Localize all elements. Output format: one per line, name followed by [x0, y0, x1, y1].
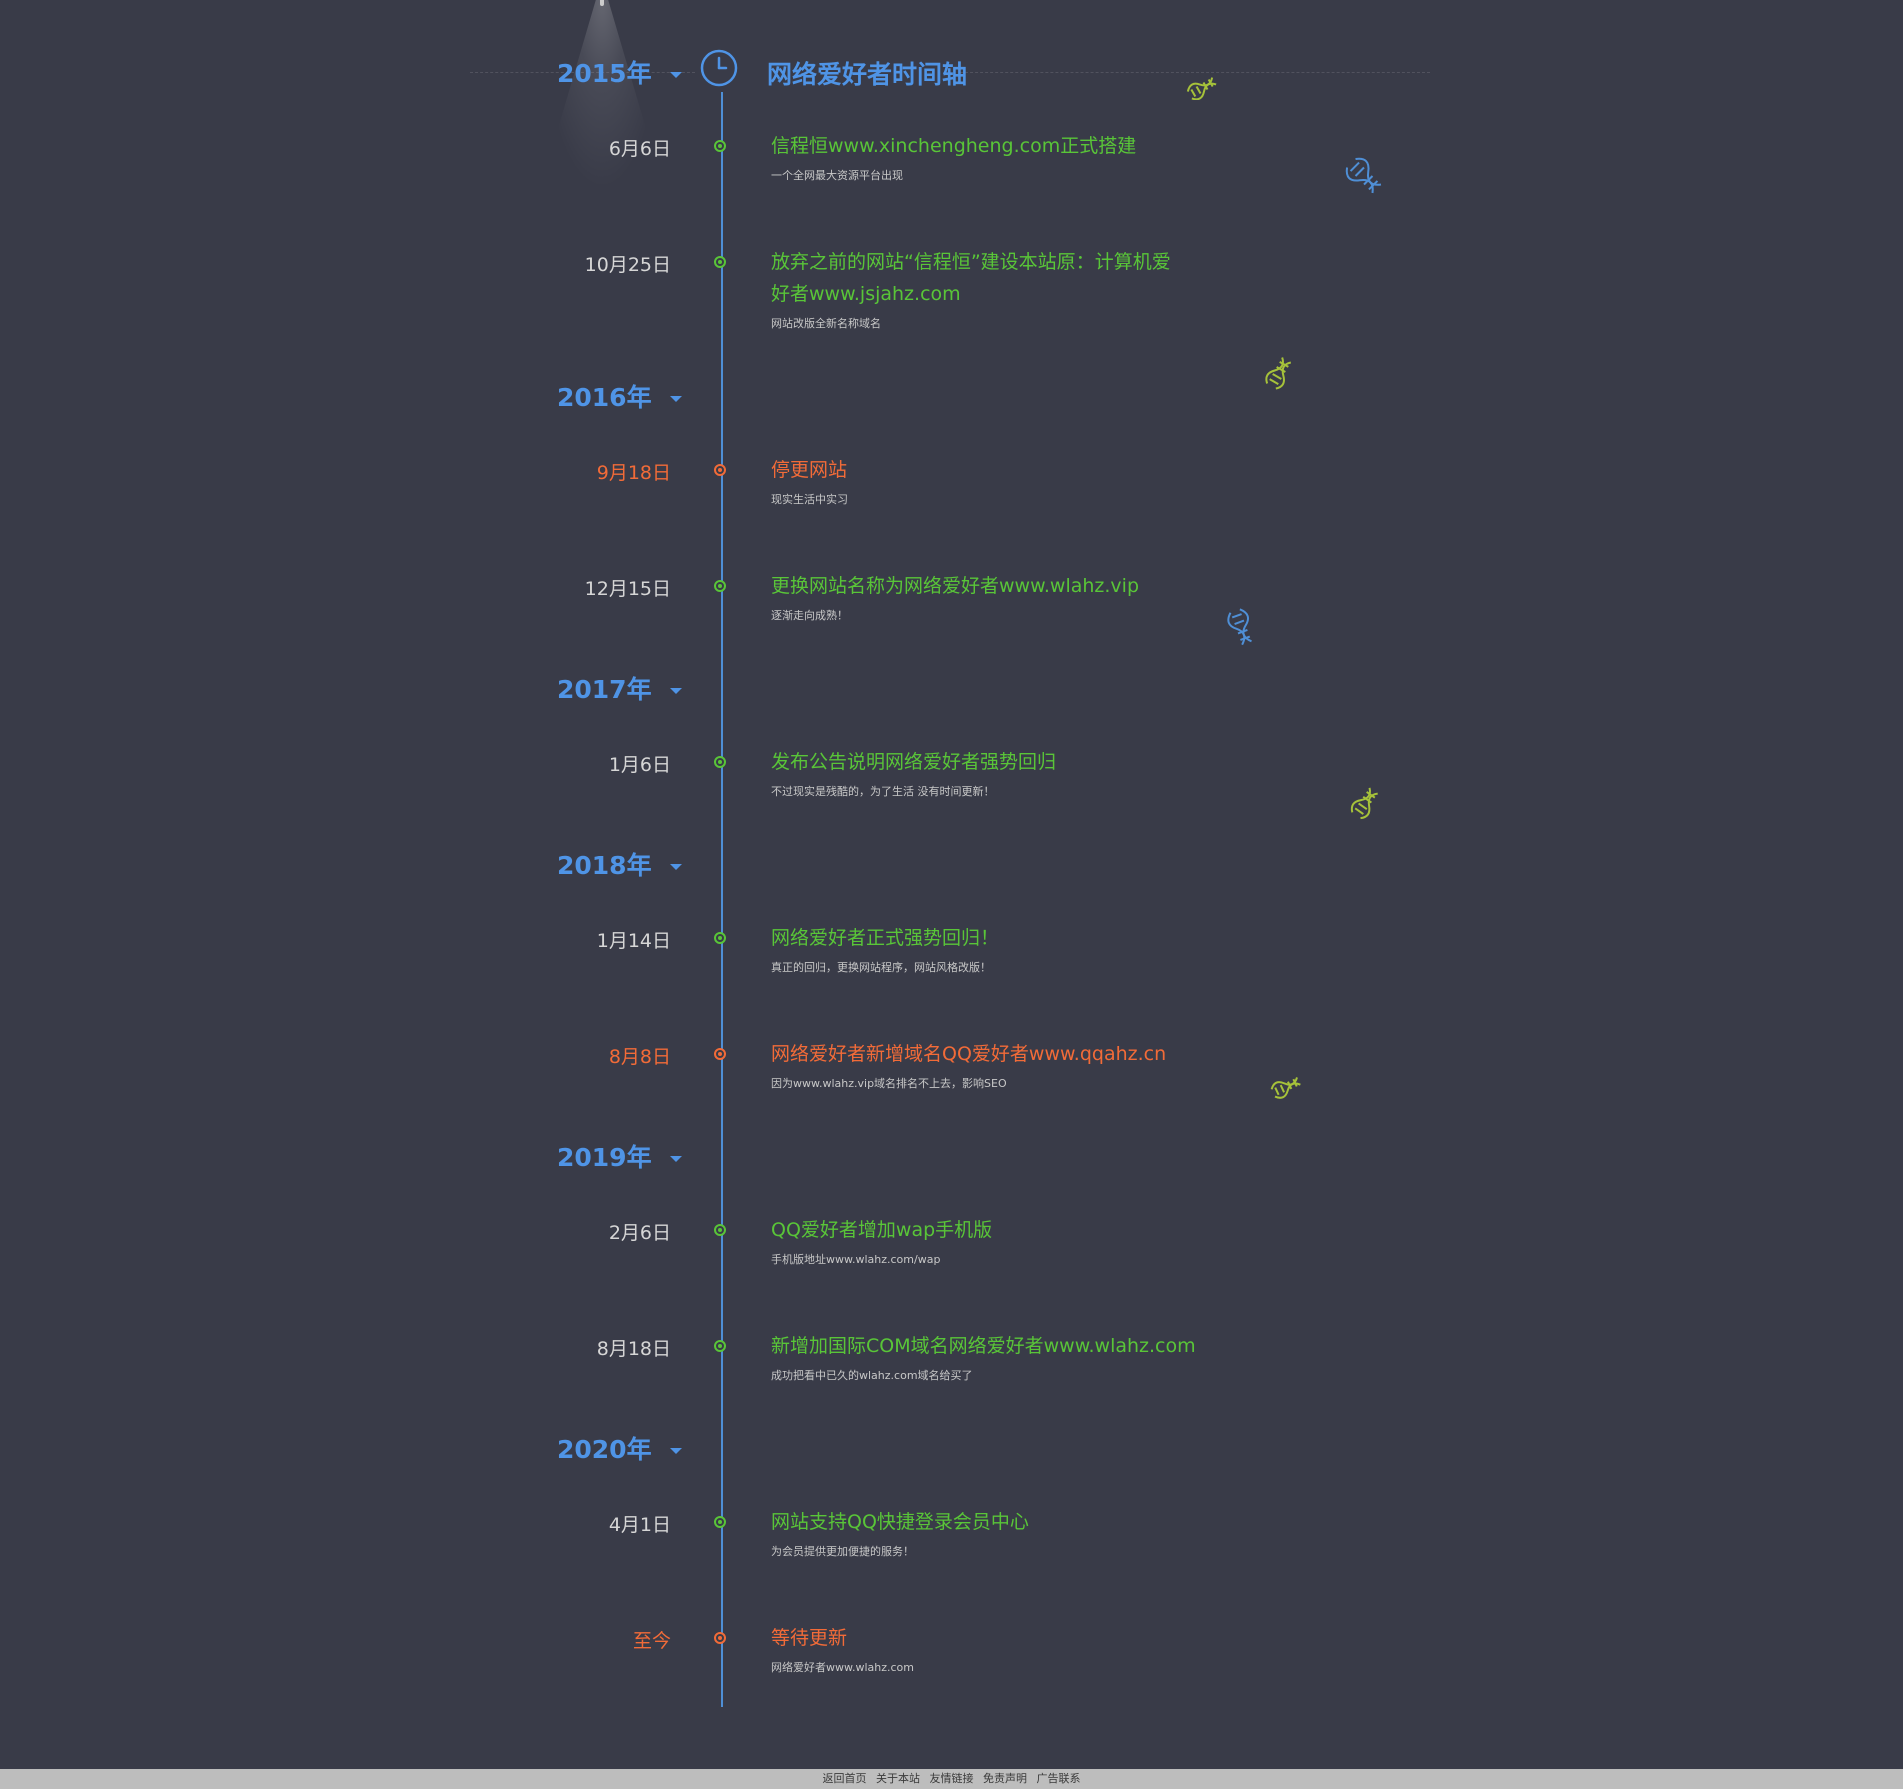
dna-icon [1186, 77, 1217, 100]
event-marker [714, 1340, 726, 1352]
year-label: 2016年 [557, 383, 652, 412]
event-title: 网络爱好者正式强势回归！ [771, 927, 1000, 949]
year-label: 2020年 [557, 1435, 652, 1464]
year-toggle[interactable]: 2017年 [557, 670, 682, 706]
event-marker [714, 140, 726, 152]
header-divider-left [470, 72, 695, 73]
dna-icon [1350, 787, 1378, 820]
footer-link-ads[interactable]: 广告联系 [1036, 1772, 1081, 1785]
event-title: 新增加国际COM域名网络爱好者www.wlahz.com [771, 1335, 1196, 1357]
page-title: 网络爱好者时间轴 [767, 60, 968, 89]
event-description: 因为www.wlahz.vip域名排名不上去，影响SEO [771, 1077, 1007, 1090]
event-marker [714, 1224, 726, 1236]
year-label: 2017年 [557, 675, 652, 704]
event-date: 4月1日 [608, 1514, 671, 1536]
event-date: 8月18日 [596, 1338, 671, 1360]
event-title: QQ爱好者增加wap手机版 [771, 1219, 993, 1241]
footer-link-disclaimer[interactable]: 免责声明 [983, 1772, 1027, 1785]
event-date: 10月25日 [584, 254, 671, 276]
event-description: 成功把看中已久的wlahz.com域名给买了 [771, 1369, 973, 1382]
dna-icon [1227, 608, 1252, 646]
caret-down-icon [669, 1156, 682, 1162]
footer-nav: 返回首页 关于本站 友情链接 免责声明 广告联系 [0, 1769, 1903, 1789]
event-description: 网络爱好者www.wlahz.com [771, 1661, 915, 1674]
year-toggle[interactable]: 2020年 [557, 1430, 682, 1466]
event-date: 9月18日 [596, 462, 671, 484]
timeline-axis [721, 92, 723, 1707]
year-toggle[interactable]: 2019年 [557, 1138, 682, 1174]
event-description: 真正的回归，更换网站程序，网站风格改版！ [771, 961, 991, 974]
dna-icon [1265, 357, 1292, 390]
dna-icon [1345, 157, 1382, 194]
footer-link-friends[interactable]: 友情链接 [929, 1772, 974, 1785]
event-description: 一个全网最大资源平台出现 [771, 169, 903, 182]
event-title: 放弃之前的网站“信程恒”建设本站原：计算机爱好者www.jsjahz.com [771, 251, 1171, 305]
event-title: 信程恒www.xinchengheng.com正式搭建 [771, 135, 1137, 157]
event-marker [714, 1632, 726, 1644]
year-label: 2018年 [557, 851, 652, 880]
event-marker [714, 580, 726, 592]
year-toggle[interactable]: 2016年 [557, 378, 682, 414]
event-marker [714, 1516, 726, 1528]
caret-down-icon [669, 1448, 682, 1454]
event-title: 更换网站名称为网络爱好者www.wlahz.vip [771, 575, 1140, 597]
event-title: 等待更新 [771, 1627, 848, 1649]
event-description: 手机版地址www.wlahz.com/wap [771, 1253, 941, 1266]
event-date: 1月14日 [596, 930, 671, 952]
event-marker [714, 464, 726, 476]
event-date: 6月6日 [608, 138, 671, 160]
caret-down-icon [669, 864, 682, 870]
lamp-icon [600, 0, 604, 6]
event-description: 现实生活中实习 [771, 493, 848, 506]
dna-icon [1270, 1077, 1301, 1099]
caret-down-icon [669, 72, 682, 78]
event-marker [714, 256, 726, 268]
event-title: 发布公告说明网络爱好者强势回归 [771, 751, 1057, 773]
event-date: 至今 [632, 1630, 671, 1652]
footer-link-about[interactable]: 关于本站 [876, 1772, 920, 1785]
caret-down-icon [669, 688, 682, 694]
event-marker [714, 756, 726, 768]
event-date: 12月15日 [584, 578, 671, 600]
year-label: 2019年 [557, 1143, 652, 1172]
header-divider-right [960, 72, 1430, 73]
year-toggle[interactable]: 2018年 [557, 846, 682, 882]
event-description: 为会员提供更加便捷的服务！ [771, 1545, 914, 1558]
event-description: 不过现实是残酷的，为了生活 没有时间更新！ [771, 785, 995, 798]
event-description: 逐渐走向成熟！ [771, 609, 848, 622]
caret-down-icon [669, 396, 682, 402]
event-title: 停更网站 [771, 459, 848, 481]
event-date: 1月6日 [608, 754, 671, 776]
lamp-light [540, 0, 664, 190]
year-toggle[interactable]: 2015年 [557, 54, 682, 90]
clock-icon [700, 49, 738, 87]
footer-link-home[interactable]: 返回首页 [822, 1772, 867, 1785]
event-marker [714, 932, 726, 944]
event-date: 8月8日 [608, 1046, 671, 1068]
event-description: 网站改版全新名称域名 [771, 317, 881, 330]
event-date: 2月6日 [608, 1222, 671, 1244]
year-label: 2015年 [557, 59, 652, 88]
event-title: 网站支持QQ快捷登录会员中心 [771, 1511, 1029, 1533]
event-title: 网络爱好者新增域名QQ爱好者www.qqahz.cn [771, 1043, 1167, 1065]
event-marker [714, 1048, 726, 1060]
